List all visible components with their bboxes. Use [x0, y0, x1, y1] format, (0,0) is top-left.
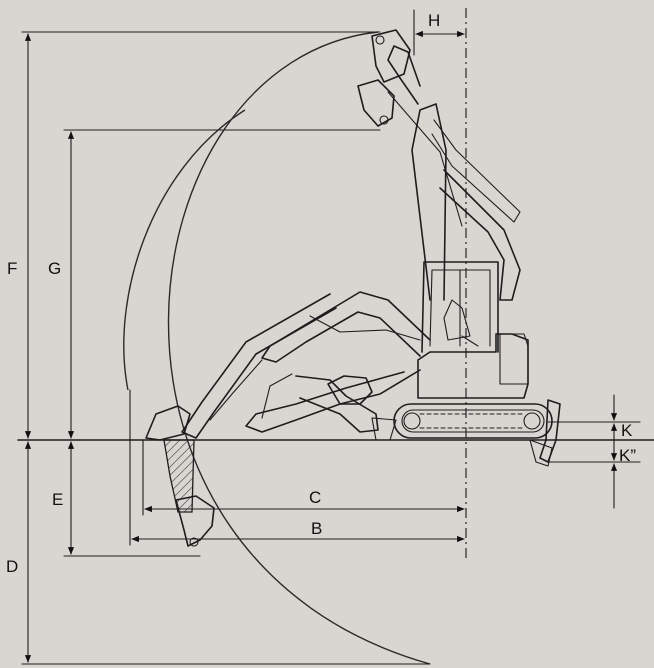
operator-cab: [421, 261, 499, 353]
boom-arm-max-height: [357, 29, 521, 301]
trench-hatch: [163, 439, 195, 513]
dimension-b: B: [129, 389, 465, 546]
excavator-machine: [393, 261, 561, 467]
crawler-track: [393, 403, 553, 439]
reach-envelope-arc: [167, 31, 431, 665]
label-c: C: [309, 488, 321, 507]
dozer-blade: [539, 399, 561, 463]
dimension-f: F: [4, 31, 381, 439]
dimension-e: E: [52, 441, 201, 557]
boom-arm-max-reach: [145, 291, 431, 441]
bucket-max-height: [371, 29, 411, 83]
label-b: B: [311, 519, 322, 538]
dimension-k: K K”: [547, 394, 641, 509]
label-g: G: [48, 259, 61, 278]
bucket-max-reach: [145, 405, 191, 441]
dimension-d: D: [2, 441, 431, 665]
label-k: K: [621, 421, 633, 440]
label-e: E: [52, 490, 63, 509]
counterweight: [499, 333, 529, 385]
dimension-g: G: [46, 129, 381, 439]
dimension-h: H: [413, 9, 465, 56]
label-h: H: [428, 11, 440, 30]
label-d: D: [6, 557, 18, 576]
dozer-blade-lowered: [529, 439, 553, 467]
digging-depth-pose: [163, 439, 215, 547]
boom-arm-folded: [245, 369, 421, 441]
label-f: F: [7, 259, 17, 278]
bucket-folded: [327, 375, 373, 405]
reach-envelope-arc-inner: [123, 109, 246, 391]
label-k-double-prime: K”: [619, 446, 636, 465]
dimension-c: C: [142, 439, 465, 516]
upper-structure: [417, 333, 529, 399]
